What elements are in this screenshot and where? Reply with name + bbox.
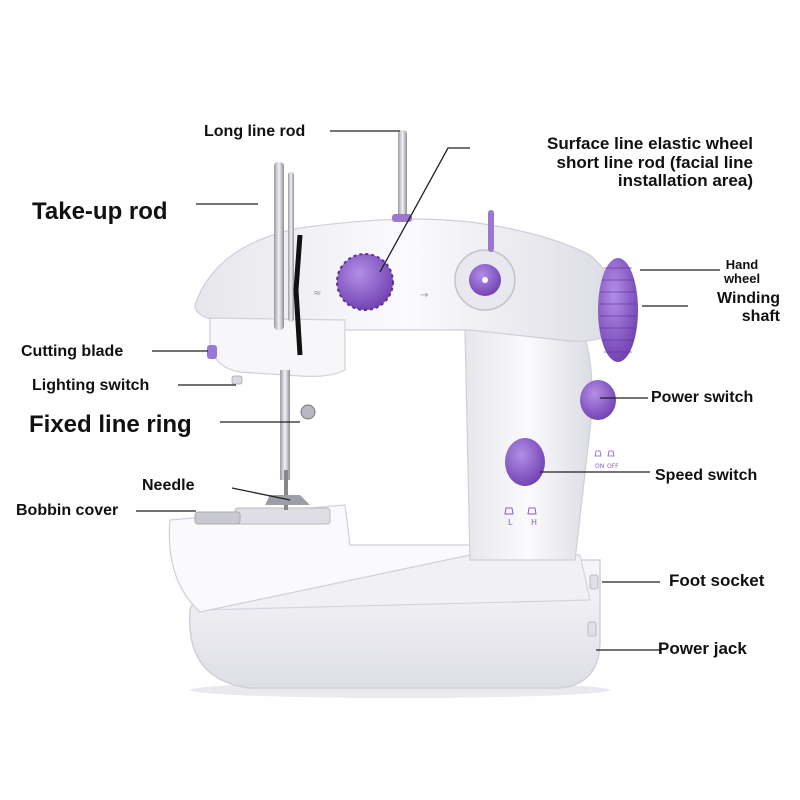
surface-wheel-line-3: installation area) — [617, 171, 753, 191]
label-power-jack: Power jack — [658, 639, 747, 658]
hand-wheel-line-1: Hand — [725, 257, 759, 272]
foot-socket-port — [589, 574, 599, 590]
lighting-switch-knob — [231, 375, 243, 385]
label-surface-line-elastic-wheel: Surface line elastic wheel short line ro… — [470, 134, 753, 191]
surface-wheel-line-2: short line rod (facial line — [556, 152, 753, 172]
long-line-rod — [398, 130, 407, 220]
hand-wheel — [598, 258, 638, 362]
tension-knob — [337, 254, 393, 310]
needle-plate — [234, 507, 331, 525]
svg-text:→: → — [420, 290, 428, 301]
bobbin-cover-plate — [194, 511, 241, 525]
cutting-blade-knob — [207, 345, 217, 359]
label-lighting-switch: Lighting switch — [32, 377, 150, 394]
label-bobbin-cover: Bobbin cover — [16, 502, 119, 519]
label-long-line-rod: Long line rod — [204, 123, 306, 140]
hand-wheel-line-2: wheel — [723, 271, 761, 287]
winding-shaft-line-2: shaft — [741, 307, 780, 325]
label-foot-socket: Foot socket — [669, 571, 765, 590]
label-winding-shaft: Winding shaft — [690, 290, 780, 325]
svg-text:≈: ≈ — [313, 288, 321, 299]
mark-power-on: ON — [595, 463, 604, 470]
thread-guide — [293, 234, 303, 356]
mark-speed-low: L — [508, 518, 513, 527]
label-take-up-rod: Take-up rod — [32, 198, 168, 225]
mark-power-off: OFF — [607, 463, 619, 470]
label-needle: Needle — [142, 477, 195, 494]
short-line-rod — [488, 210, 494, 252]
winding-shaft-line-1: Winding — [717, 290, 780, 307]
label-speed-switch: Speed switch — [655, 467, 758, 484]
surface-wheel-line-1: Surface line elastic wheel — [547, 134, 753, 153]
label-cutting-blade: Cutting blade — [21, 343, 124, 360]
fixed-line-ring — [300, 404, 316, 420]
take-up-rod — [274, 162, 284, 330]
speed-switch-button — [505, 438, 545, 486]
label-fixed-line-ring: Fixed line ring — [29, 411, 192, 438]
label-power-switch: Power switch — [651, 389, 754, 406]
leader-lines — [136, 130, 720, 651]
needle — [284, 470, 288, 510]
needle-bar — [280, 370, 290, 480]
power-jack-port — [587, 621, 597, 637]
label-hand-wheel: Hand wheel — [712, 257, 772, 287]
mark-speed-high: H — [531, 518, 537, 527]
power-switch-button — [580, 380, 616, 420]
